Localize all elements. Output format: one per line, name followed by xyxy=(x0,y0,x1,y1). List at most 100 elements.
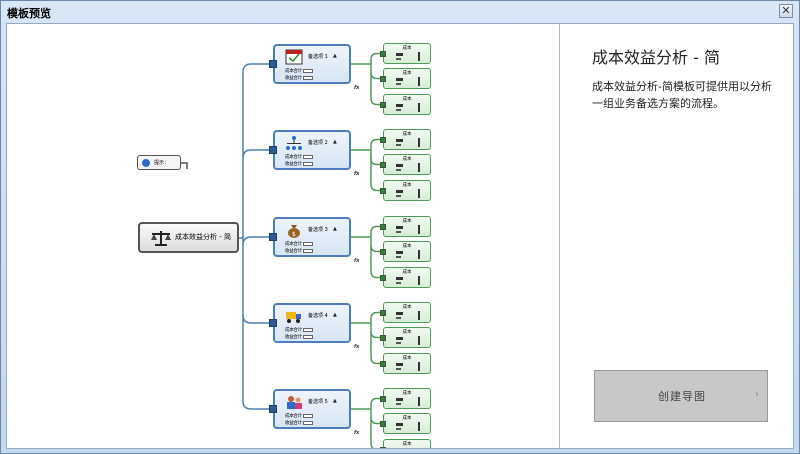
subtopic-label: 成本 xyxy=(402,442,412,447)
value-field[interactable] xyxy=(303,155,313,159)
formula-icon[interactable]: fx xyxy=(354,171,360,177)
connector xyxy=(370,52,383,60)
value-field[interactable] xyxy=(303,69,313,73)
cost-subtopic[interactable]: 成本 xyxy=(383,388,431,409)
collapse-toggle[interactable] xyxy=(380,309,386,316)
option-topic[interactable]: 备选项 5▲成本合计收益合计 xyxy=(273,389,351,429)
cost-subtopic[interactable]: 成本 xyxy=(383,216,431,237)
connector xyxy=(181,162,188,169)
value-field[interactable] xyxy=(303,414,313,418)
collapse-toggle[interactable] xyxy=(380,161,386,168)
cost-subtopic[interactable]: 成本 xyxy=(383,94,431,115)
connector xyxy=(370,184,383,192)
central-topic[interactable]: 成本效益分析 - 简 xyxy=(138,222,239,253)
collapse-toggle[interactable] xyxy=(380,187,386,194)
cost-subtopic[interactable]: 成本 xyxy=(383,267,431,288)
calendar-check-icon xyxy=(285,49,303,65)
value-field[interactable] xyxy=(303,76,313,80)
value-field[interactable] xyxy=(303,328,313,332)
cost-subtopic[interactable]: 成本 xyxy=(383,68,431,89)
field-icon xyxy=(396,109,401,111)
collapse-toggle[interactable] xyxy=(269,319,277,327)
callout-topic[interactable]: 提示： xyxy=(137,155,181,170)
create-map-button[interactable]: 创建导图 › xyxy=(594,370,768,422)
collapse-icon[interactable]: ▲ xyxy=(333,398,337,404)
field-icon xyxy=(396,256,401,258)
row-label: 成本合计 xyxy=(285,414,302,419)
option-topic[interactable]: 备选项 4▲成本合计收益合计 xyxy=(273,303,351,343)
cost-subtopic[interactable]: 成本 xyxy=(383,43,431,64)
value-field[interactable] xyxy=(303,162,313,166)
option-topic[interactable]: 备选项 2▲成本合计收益合计 xyxy=(273,130,351,170)
cost-subtopic[interactable]: 成本 xyxy=(383,302,431,323)
field-icon xyxy=(396,169,401,171)
collapse-toggle[interactable] xyxy=(380,75,386,82)
option-label: 备选项 1 xyxy=(308,54,328,60)
cost-subtopic[interactable]: 成本 xyxy=(383,154,431,175)
field-icon xyxy=(396,428,401,430)
value-bar xyxy=(418,397,420,406)
collapse-icon[interactable]: ▲ xyxy=(333,139,337,145)
field-icon xyxy=(396,53,403,56)
cost-subtopic[interactable]: 成本 xyxy=(383,327,431,348)
collapse-toggle[interactable] xyxy=(269,233,277,241)
collapse-toggle[interactable] xyxy=(380,248,386,255)
collapse-toggle[interactable] xyxy=(380,223,386,230)
connector xyxy=(370,417,383,425)
field-icon xyxy=(396,190,403,193)
option-topic[interactable]: 备选项 1 ▲ 成本合计收益合计 xyxy=(273,44,351,84)
collapse-toggle[interactable] xyxy=(269,60,277,68)
row-label: 收益合计 xyxy=(285,76,302,81)
value-bar xyxy=(418,362,420,371)
connector xyxy=(242,314,273,324)
connector xyxy=(242,63,273,73)
collapse-icon[interactable]: ▲ xyxy=(333,226,337,232)
cost-subtopic[interactable]: 成本 xyxy=(383,180,431,201)
collapse-icon[interactable]: ▲ xyxy=(333,53,337,59)
cost-subtopic[interactable]: 成本 xyxy=(383,413,431,434)
collapse-toggle[interactable] xyxy=(380,395,386,402)
collapse-toggle[interactable] xyxy=(380,274,386,281)
field-icon xyxy=(396,282,401,284)
connector xyxy=(242,149,273,159)
formula-icon[interactable]: fx xyxy=(354,85,360,91)
value-bar xyxy=(418,276,420,285)
value-bar xyxy=(418,422,420,431)
value-bar xyxy=(418,103,420,112)
value-field[interactable] xyxy=(303,242,313,246)
field-icon xyxy=(396,363,403,366)
svg-text:$: $ xyxy=(292,231,296,238)
collapse-toggle[interactable] xyxy=(380,446,386,448)
cost-subtopic[interactable]: 成本 xyxy=(383,439,431,448)
panel-divider xyxy=(559,24,560,448)
collapse-icon[interactable]: ▲ xyxy=(333,312,337,318)
collapse-toggle[interactable] xyxy=(380,420,386,427)
formula-icon[interactable]: fx xyxy=(354,344,360,350)
collapse-toggle[interactable] xyxy=(380,101,386,108)
connector xyxy=(370,72,383,80)
formula-icon[interactable]: fx xyxy=(354,258,360,264)
option-topic[interactable]: $备选项 3▲成本合计收益合计 xyxy=(273,217,351,257)
collapse-toggle[interactable] xyxy=(269,405,277,413)
collapse-toggle[interactable] xyxy=(380,360,386,367)
row-label: 成本合计 xyxy=(285,69,302,74)
value-field[interactable] xyxy=(303,335,313,339)
field-icon xyxy=(396,342,401,344)
connector xyxy=(370,158,383,166)
collapse-toggle[interactable] xyxy=(380,334,386,341)
subtopic-label: 成本 xyxy=(402,71,412,76)
close-button[interactable]: ✕ xyxy=(779,4,793,18)
subtopic-label: 成本 xyxy=(402,391,412,396)
value-field[interactable] xyxy=(303,421,313,425)
title-bar: 模板预览 ✕ xyxy=(1,1,799,23)
collapse-toggle[interactable] xyxy=(269,146,277,154)
value-field[interactable] xyxy=(303,249,313,253)
collapse-toggle[interactable] xyxy=(380,50,386,57)
collapse-toggle[interactable] xyxy=(380,136,386,143)
cost-subtopic[interactable]: 成本 xyxy=(383,353,431,374)
cost-subtopic[interactable]: 成本 xyxy=(383,129,431,150)
cost-subtopic[interactable]: 成本 xyxy=(383,241,431,262)
formula-icon[interactable]: fx xyxy=(354,430,360,436)
option-label: 备选项 2 xyxy=(308,140,328,146)
row-label: 成本合计 xyxy=(285,155,302,160)
